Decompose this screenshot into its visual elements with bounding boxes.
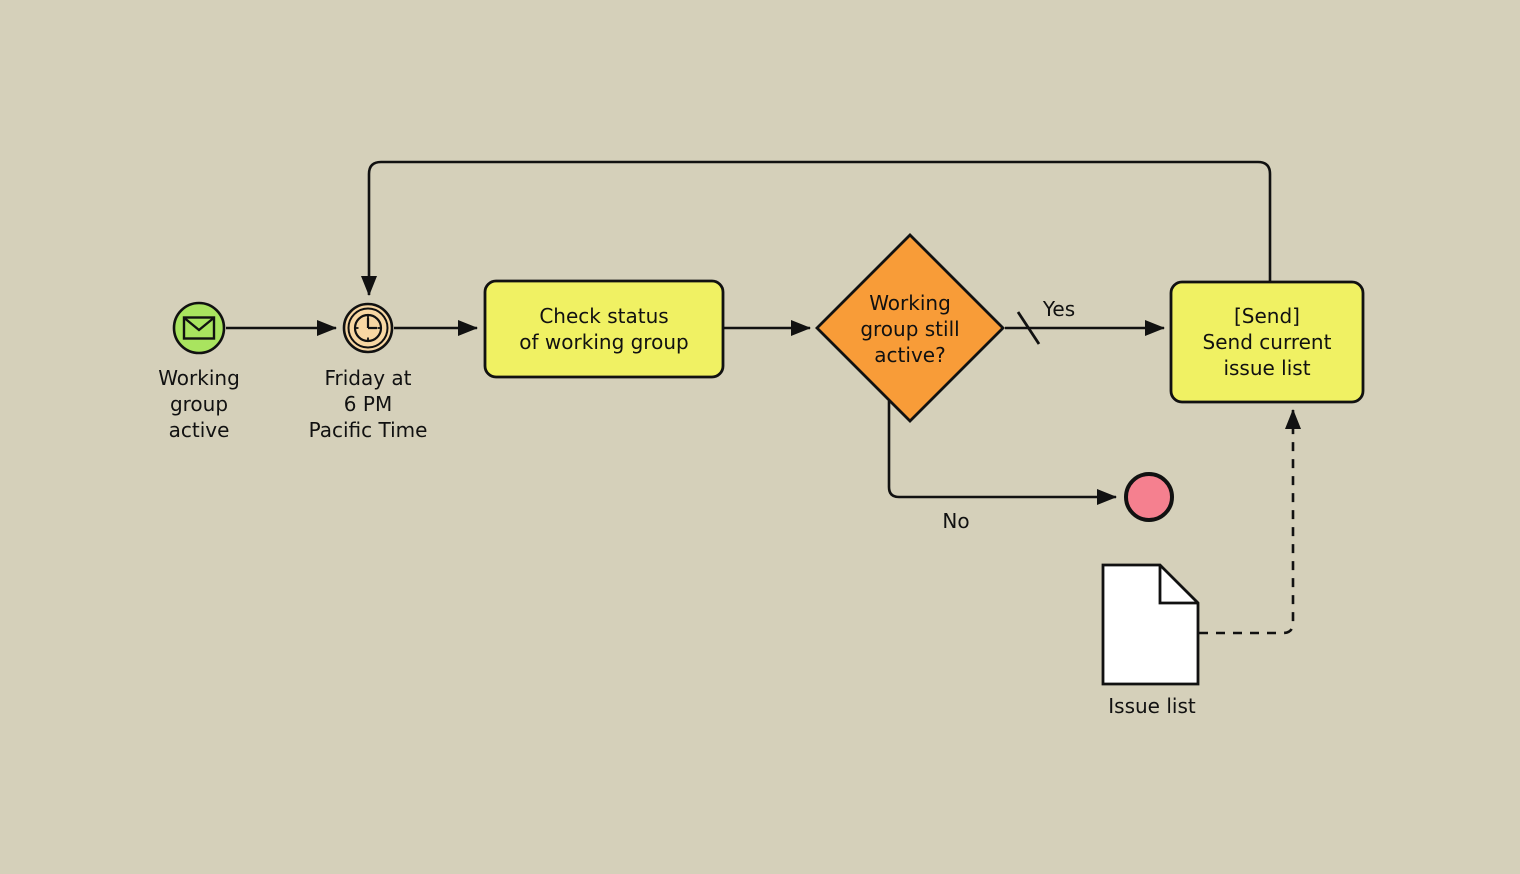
end-event-circle bbox=[1124, 472, 1174, 522]
gateway-label: Working group still active? bbox=[860, 291, 960, 367]
association-document-to-send bbox=[1199, 409, 1301, 635]
yes-edge-label: Yes bbox=[1042, 297, 1076, 321]
task-check-status-box bbox=[483, 279, 725, 379]
gateway-diamond bbox=[815, 233, 1005, 423]
clock-ticks-icon bbox=[355, 315, 381, 341]
flow-loop-send-to-timer bbox=[361, 160, 1272, 296]
document-shape bbox=[1101, 563, 1200, 686]
task-send-list-box bbox=[1169, 280, 1365, 404]
clock-hands-icon bbox=[366, 318, 377, 330]
timer-event-inner-circle bbox=[347, 307, 389, 349]
task-send-list-label: [Send] Send current issue list bbox=[1202, 304, 1332, 380]
flow-no-gateway-to-end bbox=[887, 401, 1117, 505]
envelope-flap-icon bbox=[184, 317, 214, 332]
start-event-circle bbox=[172, 301, 226, 355]
task-check-status-label: Check status of working group bbox=[519, 304, 689, 354]
start-event-label: Working group active bbox=[158, 366, 240, 442]
timer-event-label: Friday at 6 PM Pacific Time bbox=[308, 366, 428, 442]
default-flow-slash-marker bbox=[1016, 311, 1041, 345]
document-fold-corner bbox=[1158, 565, 1198, 605]
no-edge-label: No bbox=[942, 509, 970, 533]
document-label: Issue list bbox=[1108, 694, 1196, 718]
envelope-icon bbox=[182, 316, 216, 340]
clock-icon bbox=[353, 313, 383, 343]
